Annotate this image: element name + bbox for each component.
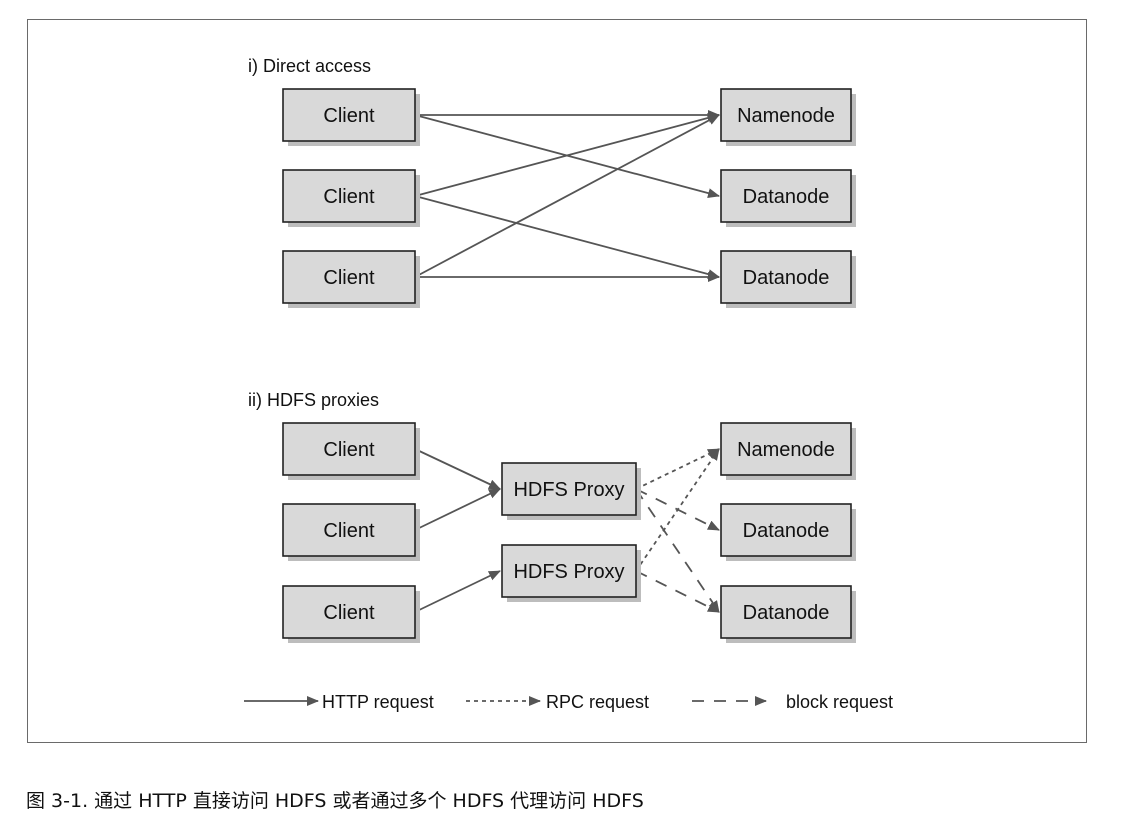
- proxy-edge-client-2-to-proxy-1: [414, 488, 501, 531]
- direct-edge-client-2-to-datanode-2: [414, 195, 720, 279]
- box-rect: [720, 422, 852, 476]
- direct-client-box-2: Client: [282, 169, 420, 227]
- direct-datanode-label-3: Datanode: [743, 267, 830, 289]
- box-rect: [720, 88, 852, 142]
- proxy-datanode-box-3: Datanode: [720, 585, 856, 643]
- proxy-client-label-2: Client: [323, 520, 375, 542]
- hdfs-access-diagram: ClientClientClientNamenodeDatanodeDatano…: [244, 56, 893, 712]
- proxy-client-box-3: Client: [282, 585, 420, 643]
- direct-client-label-1: Client: [323, 105, 375, 127]
- proxy-datanode-label-3: Datanode: [743, 602, 830, 624]
- proxy-edge-client-3-to-proxy-2: [414, 570, 501, 613]
- direct-datanode-box-2: Datanode: [720, 169, 856, 227]
- figure-caption: 图 3-1. 通过 HTTP 直接访问 HDFS 或者通过多个 HDFS 代理访…: [26, 790, 644, 812]
- direct-namenode-box-1: Namenode: [720, 88, 856, 146]
- direct-client-label-2: Client: [323, 186, 375, 208]
- box-rect: [720, 169, 852, 223]
- proxy-hdfs-proxy-box-1: HDFS Proxy: [501, 462, 641, 520]
- direct-edge-client-2-to-namenode: [414, 113, 720, 197]
- legend-http-label: HTTP request: [322, 692, 434, 712]
- box-rect: [501, 462, 637, 516]
- box-rect: [282, 503, 416, 557]
- box-rect: [720, 250, 852, 304]
- direct-datanode-box-3: Datanode: [720, 250, 856, 308]
- proxy-client-box-1: Client: [282, 422, 420, 480]
- proxy-edge-proxy-2-to-datanode-2: [635, 570, 720, 613]
- box-rect: [282, 88, 416, 142]
- box-rect: [720, 585, 852, 639]
- direct-client-box-1: Client: [282, 88, 420, 146]
- proxy-datanode-box-2: Datanode: [720, 503, 856, 561]
- box-rect: [501, 544, 637, 598]
- proxy-client-box-2: Client: [282, 503, 420, 561]
- proxy-edge-proxy-2-to-namenode: [635, 448, 720, 572]
- direct-access-title: i) Direct access: [248, 56, 371, 76]
- hdfs-proxies-title: ii) HDFS proxies: [248, 390, 379, 410]
- proxy-client-label-1: Client: [323, 439, 375, 461]
- direct-edge-client-3-to-namenode: [414, 114, 720, 278]
- proxy-edge-proxy-1-to-datanode-2: [635, 488, 720, 613]
- legend: HTTP request RPC request block request: [244, 692, 893, 712]
- proxy-hdfs-proxy-label-1: HDFS Proxy: [513, 479, 624, 501]
- legend-rpc-label: RPC request: [546, 692, 649, 712]
- proxy-client-label-3: Client: [323, 602, 375, 624]
- proxy-hdfs-proxy-label-2: HDFS Proxy: [513, 561, 624, 583]
- box-rect: [720, 503, 852, 557]
- legend-block-label: block request: [786, 692, 893, 712]
- proxy-edge-client-1-to-proxy-1: [414, 448, 501, 490]
- direct-client-label-3: Client: [323, 267, 375, 289]
- box-rect: [282, 250, 416, 304]
- direct-namenode-label-1: Namenode: [737, 105, 835, 127]
- proxy-datanode-label-2: Datanode: [743, 520, 830, 542]
- proxy-namenode-label-1: Namenode: [737, 439, 835, 461]
- box-rect: [282, 422, 416, 476]
- box-rect: [282, 169, 416, 223]
- proxy-edge-proxy-1-to-namenode: [635, 448, 720, 490]
- box-rect: [282, 585, 416, 639]
- proxy-namenode-box-1: Namenode: [720, 422, 856, 480]
- proxy-hdfs-proxy-box-2: HDFS Proxy: [501, 544, 641, 602]
- direct-datanode-label-2: Datanode: [743, 186, 830, 208]
- direct-client-box-3: Client: [282, 250, 420, 308]
- figure-frame: [27, 19, 1087, 743]
